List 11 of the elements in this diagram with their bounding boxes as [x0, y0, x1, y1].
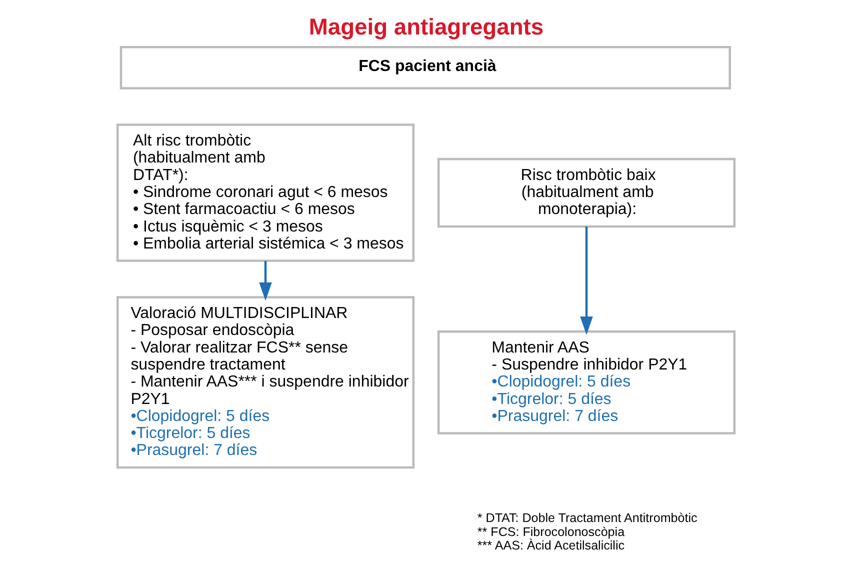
node-box: Alt risc trombòtic (habitualment amb DTAT*): • Sindrome coronari agut < 6 mesos • Stent farmacoactiu < 6 mesos • Ictus isquèmic < 3 mesos • Embolia arterial sistémica < 3 mesos	[116, 124, 415, 262]
arrow	[580, 226, 593, 335]
arrow	[259, 261, 272, 301]
node-box: Mantenir AAS - Suspendre inhibidor P2Y1 •Clopidogrel: 5 díes •Ticgrelor: 5 díes •Prasugrel: 7 díes	[437, 330, 736, 434]
node-box: Valoració MULTIDISCIPLINAR - Posposar endoscòpia - Valorar realitzar FCS** sense suspendre tractament - Mantenir AAS*** i suspendre inhibidor P2Y1 •Clopidogrel: 5 díes •Ticgrelor: 5 díes •Prasugrel: 7 díes	[116, 296, 415, 469]
label: *** AAS: Àcid Acetilsalicilic	[477, 538, 625, 553]
label: * DTAT: Doble Tractament Antitrombòtic	[477, 511, 698, 526]
node-box: FCS pacient ancià	[120, 46, 731, 90]
label: ** FCS: Fibrocolonoscòpia	[477, 524, 625, 539]
node-box: Risc trombòtic baix (habitualment amb monoterapia):	[437, 158, 736, 228]
diagram-title: Mageig antiagregants	[308, 14, 544, 40]
